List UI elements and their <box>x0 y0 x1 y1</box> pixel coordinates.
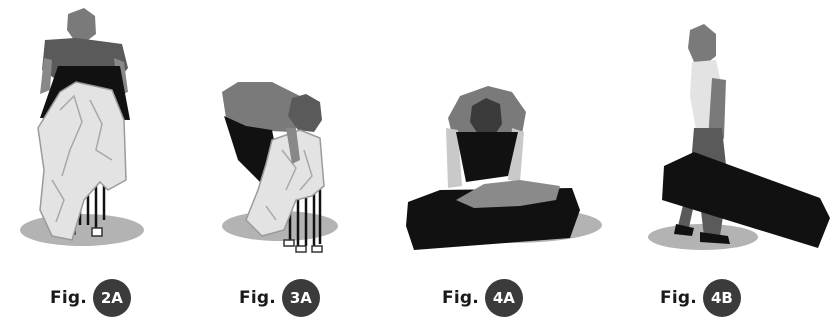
figure-label-prefix: Fig. <box>239 288 276 308</box>
figure-number-badge: 4B <box>703 279 741 317</box>
figure-3a-illustration <box>222 82 338 252</box>
figure-label-prefix: Fig. <box>442 288 479 308</box>
person-head <box>688 24 716 64</box>
figure-label-2a: Fig. 2A <box>50 278 131 318</box>
figure-label-prefix: Fig. <box>660 288 697 308</box>
figure-number-badge: 2A <box>93 279 131 317</box>
frame-foot <box>312 246 322 252</box>
figure-label-prefix: Fig. <box>50 288 87 308</box>
figure-4a-illustration <box>406 86 602 250</box>
figure-number-badge: 4A <box>485 279 523 317</box>
figure-label-4a: Fig. 4A <box>442 278 523 318</box>
figure-2a-illustration <box>20 8 144 246</box>
frame-foot <box>284 240 294 246</box>
frame-foot <box>92 228 102 236</box>
figure-label-3a: Fig. 3A <box>239 278 320 318</box>
ground-shadow <box>20 214 144 246</box>
figure-number-badge: 3A <box>282 279 320 317</box>
figure-label-4b: Fig. 4B <box>660 278 741 318</box>
person-head <box>67 8 96 40</box>
frame-foot <box>296 246 306 252</box>
figure-4b-illustration <box>648 24 830 250</box>
